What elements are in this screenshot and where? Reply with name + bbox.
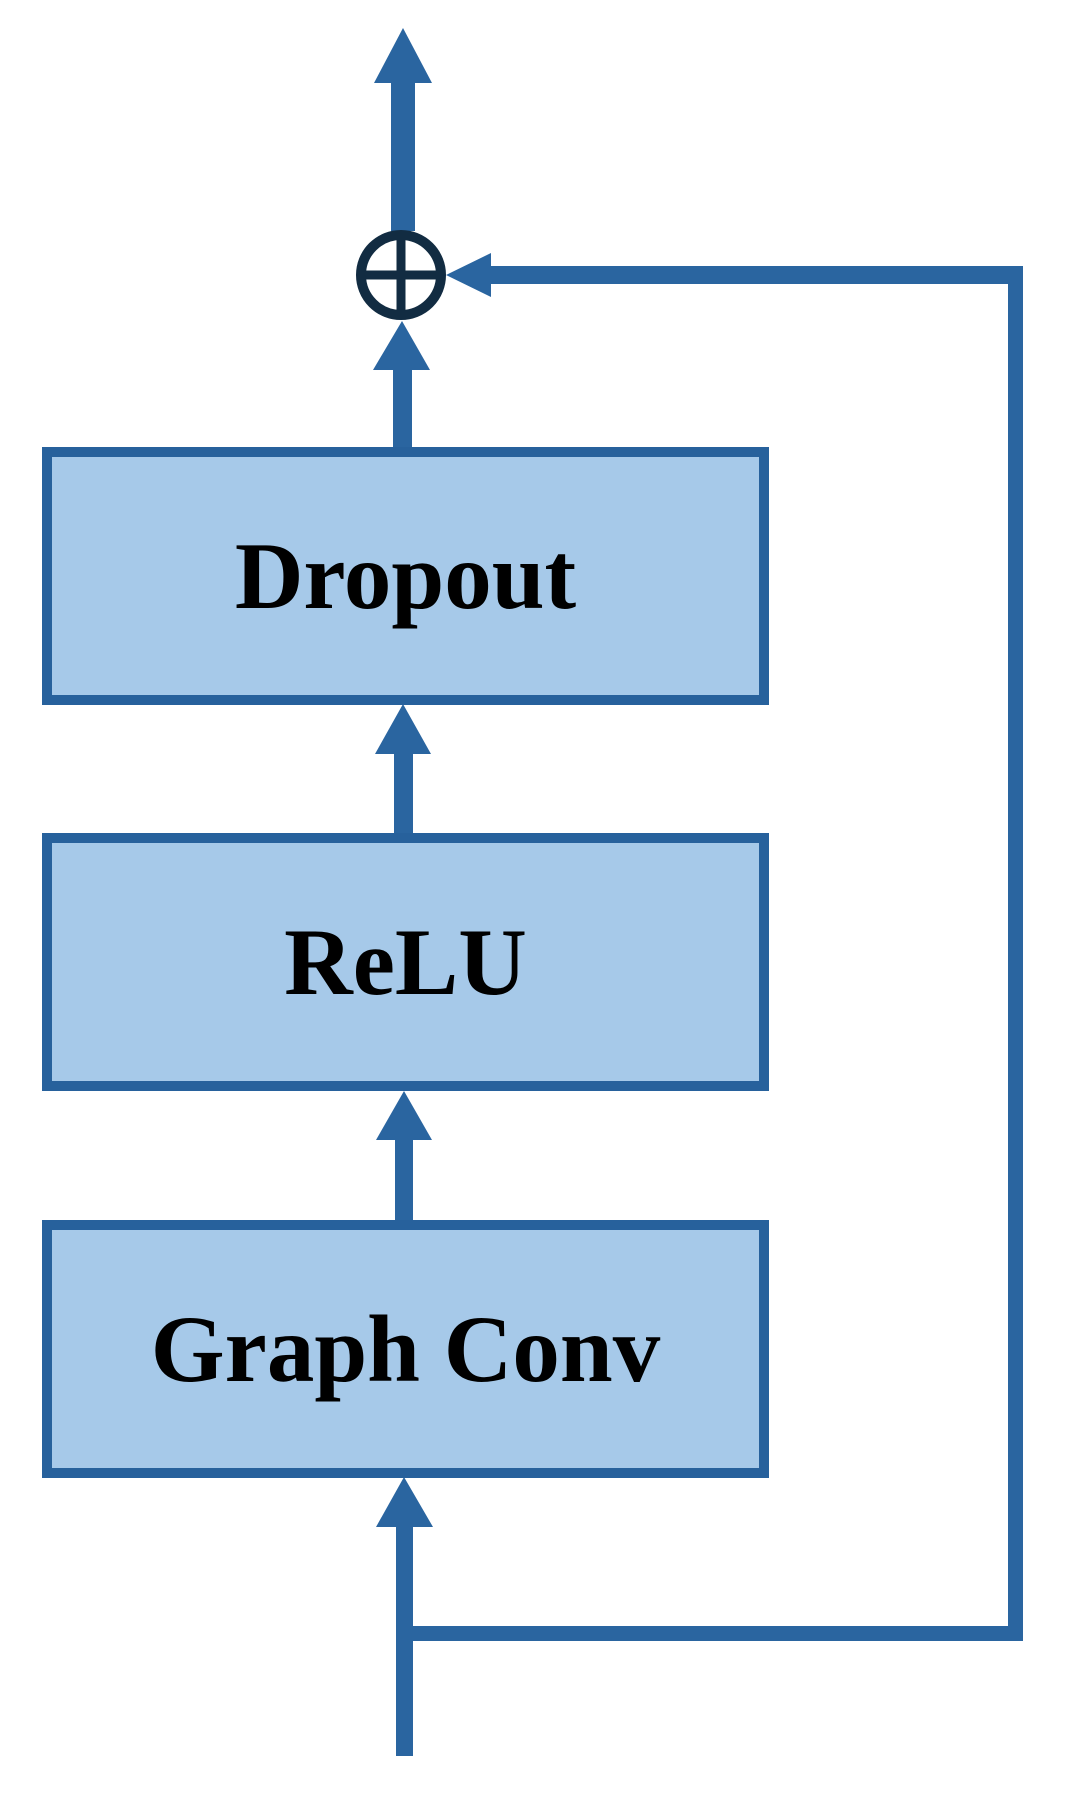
arrow-relu-to-dropout (375, 704, 431, 835)
graph-conv-label: Graph Conv (150, 1295, 661, 1402)
skip-connection-arrow (446, 253, 1023, 297)
add-icon (356, 230, 446, 320)
input-arrow (376, 1477, 433, 1756)
dropout-label: Dropout (234, 522, 577, 629)
arrow-dropout-to-add (373, 321, 430, 448)
output-arrow (374, 28, 432, 231)
skip-connection-right-line (1008, 266, 1023, 1641)
relu-label: ReLU (284, 908, 527, 1015)
arrow-graphconv-to-relu (376, 1091, 432, 1222)
dropout-block: Dropout (42, 447, 769, 705)
graph-conv-block: Graph Conv (42, 1220, 769, 1478)
relu-block: ReLU (42, 833, 769, 1091)
skip-connection-bottom-line (406, 1626, 1023, 1641)
